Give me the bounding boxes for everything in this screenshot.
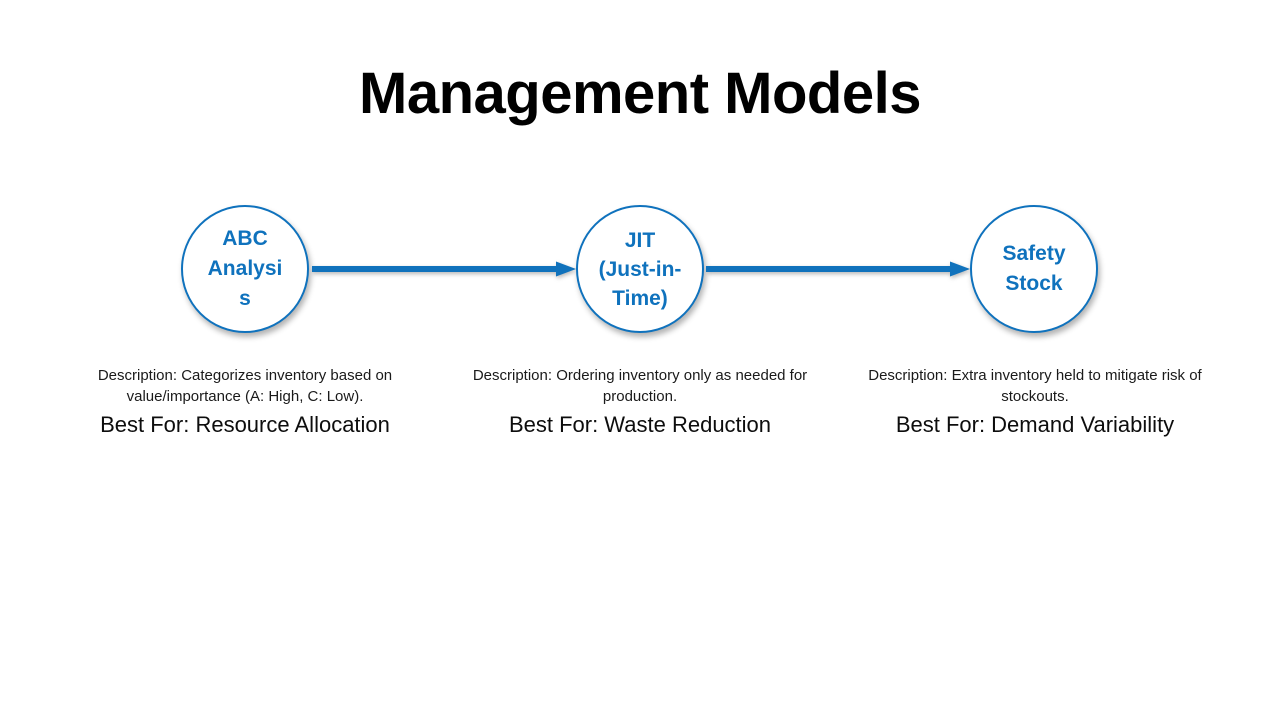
best-for-text: Best For: Demand Variability [895, 412, 1175, 437]
flow-node-label: Safety Stock [1002, 242, 1066, 295]
description-block-abc-analysis: Description: Categorizes inventory based… [60, 365, 430, 440]
flow-node-jit[interactable]: JIT (Just-in-Time) [576, 205, 704, 333]
description-block-jit: Description: Ordering inventory only as … [460, 365, 820, 440]
best-for-text: Best For: Waste Reduction [508, 412, 772, 437]
description-text: Description: Extra inventory held to mit… [868, 367, 1202, 405]
flow-node-label: ABC Analysis [207, 227, 283, 310]
page-title: Management Models [359, 61, 921, 126]
flow-node-abc-analysis[interactable]: ABC Analysis [181, 205, 309, 333]
flow-connector-2-arrow-icon [706, 259, 970, 279]
description-text: Description: Categorizes inventory based… [97, 367, 393, 405]
flow-node-label: JIT (Just-in-Time) [598, 228, 682, 310]
best-for-text: Best For: Resource Allocation [100, 412, 390, 437]
flow-node-safety-stock[interactable]: Safety Stock [970, 205, 1098, 333]
description-block-safety-stock: Description: Extra inventory held to mit… [855, 365, 1215, 440]
description-text: Description: Ordering inventory only as … [472, 367, 808, 405]
flow-connector-1-arrow-icon [312, 259, 576, 279]
